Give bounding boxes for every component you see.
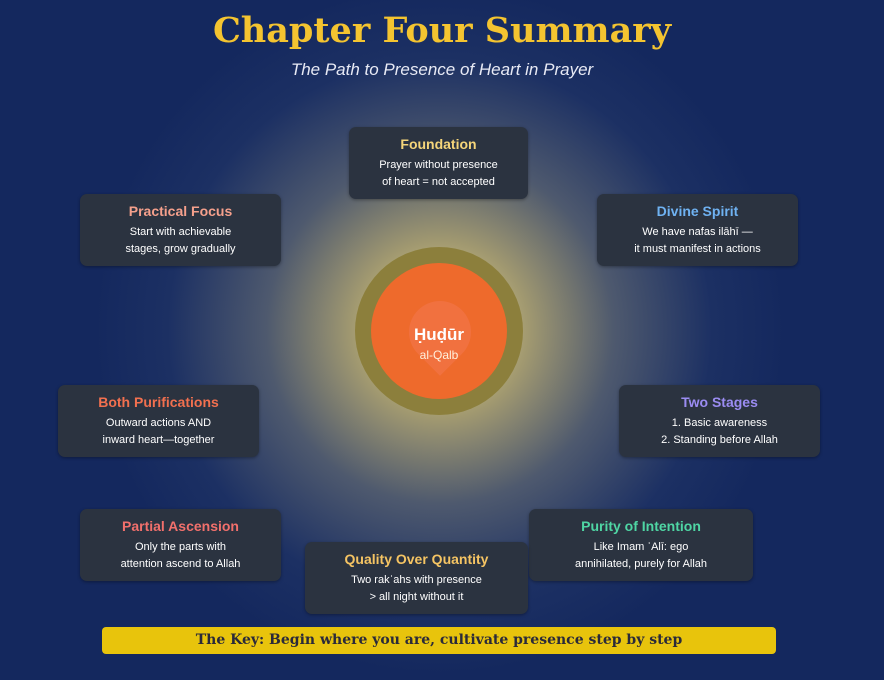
card-heading: Both Purifications (98, 394, 219, 410)
card-heading: Purity of Intention (581, 518, 701, 534)
card-body: 1. Basic awareness 2. Standing before Al… (661, 417, 778, 446)
card-body: Two rakʿahs with presence > all night wi… (351, 574, 482, 603)
card-both-purifications: Both Purifications Outward actions AND i… (58, 385, 259, 457)
card-body: Outward actions AND inward heart—togethe… (102, 417, 215, 446)
card-heading: Divine Spirit (656, 203, 739, 219)
card-body: Only the parts with attention ascend to … (120, 541, 241, 570)
card-heading: Foundation (400, 136, 477, 152)
card-heading: Two Stages (681, 394, 758, 410)
card-partial-ascension: Partial Ascension Only the parts with at… (80, 509, 281, 581)
card-heading: Quality Over Quantity (344, 551, 489, 567)
card-heading: Partial Ascension (122, 518, 239, 534)
card-practical-focus: Practical Focus Start with achievable st… (80, 194, 281, 266)
card-quality-over-quantity: Quality Over Quantity Two rakʿahs with p… (305, 542, 528, 614)
center-label: Ḥuḍūr (413, 325, 465, 344)
card-purity-of-intention: Purity of Intention Like Imam ʿAlī: ego … (529, 509, 753, 581)
card-divine-spirit: Divine Spirit We have nafas ilāhī — it m… (597, 194, 798, 266)
card-foundation: Foundation Prayer without presence of he… (349, 127, 528, 199)
card-body: Prayer without presence of heart = not a… (379, 159, 498, 188)
key-banner: The Key: Begin where you are, cultivate … (102, 627, 776, 654)
card-body: Start with achievable stages, grow gradu… (125, 226, 236, 255)
page-title: Chapter Four Summary (212, 10, 672, 51)
card-heading: Practical Focus (128, 203, 233, 219)
card-two-stages: Two Stages 1. Basic awareness 2. Standin… (619, 385, 820, 457)
card-body: We have nafas ilāhī — it must manifest i… (634, 226, 761, 255)
center-sublabel: al-Qalb (419, 348, 459, 362)
card-body: Like Imam ʿAlī: ego annihilated, purely … (574, 541, 708, 570)
page-subtitle: The Path to Presence of Heart in Prayer (290, 60, 594, 79)
